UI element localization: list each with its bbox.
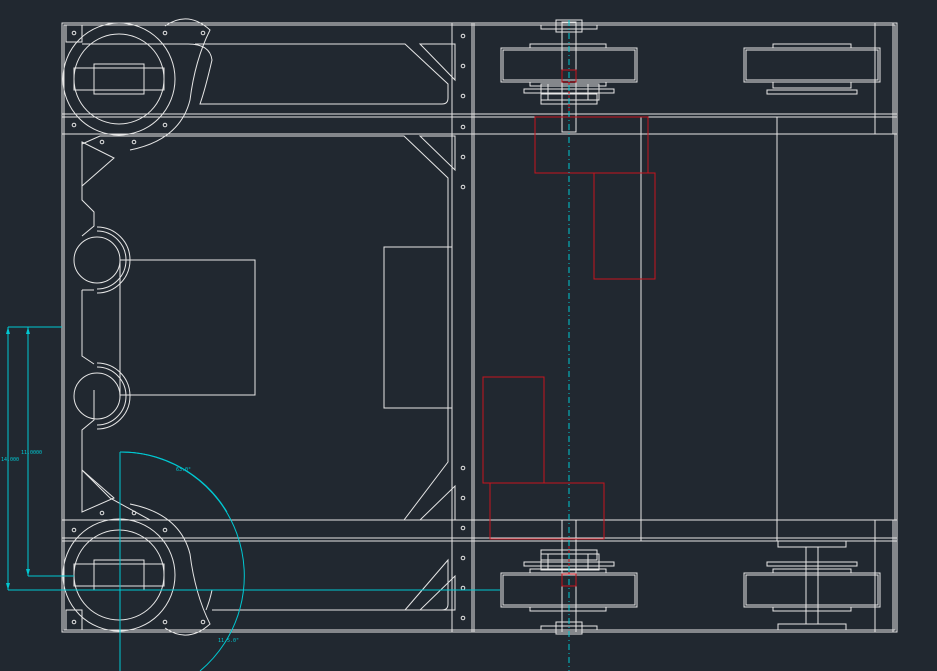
- bolt-hole: [460, 465, 466, 471]
- bolt-hole: [460, 615, 466, 621]
- bolt-hole: [460, 33, 466, 39]
- bolt-hole: [162, 122, 168, 128]
- chassis-frame: [61, 22, 898, 633]
- bolt-holes: [71, 30, 466, 625]
- bolt-hole: [460, 495, 466, 501]
- bolt-hole: [460, 555, 466, 561]
- bolt-hole: [460, 154, 466, 160]
- bolt-hole: [162, 619, 168, 625]
- radius-label: 11.5.0": [218, 638, 239, 644]
- bolt-hole: [162, 527, 168, 533]
- bolt-hole: [460, 184, 466, 190]
- bolt-hole: [460, 124, 466, 130]
- bolt-hole: [162, 30, 168, 36]
- bolt-hole: [71, 619, 77, 625]
- plate-rectangles: [119, 246, 453, 409]
- bolt-hole: [71, 30, 77, 36]
- bolt-hole: [99, 510, 105, 516]
- bolt-hole: [131, 510, 137, 516]
- left-pulley-bottom: [62, 503, 211, 636]
- wheel-module-bottom-right: [743, 540, 881, 631]
- bolt-hole: [460, 93, 466, 99]
- bolt-hole: [460, 525, 466, 531]
- left-plate-pockets: [65, 24, 456, 631]
- dimension-label-inner: 11.0000: [21, 450, 42, 456]
- bolt-hole: [99, 139, 105, 145]
- bolt-hole: [200, 619, 206, 625]
- dimension-label-outer: 14.000: [1, 457, 19, 463]
- bolt-hole: [200, 30, 206, 36]
- left-pulley-top: [62, 18, 211, 151]
- dimension-lines: [6, 326, 500, 671]
- bolt-hole: [460, 63, 466, 69]
- bolt-hole: [71, 122, 77, 128]
- bolt-hole: [460, 585, 466, 591]
- bolt-hole: [71, 527, 77, 533]
- bolt-hole: [131, 139, 137, 145]
- angle-label: 63.0°: [176, 467, 191, 473]
- wheel-module-top-right: [743, 43, 881, 95]
